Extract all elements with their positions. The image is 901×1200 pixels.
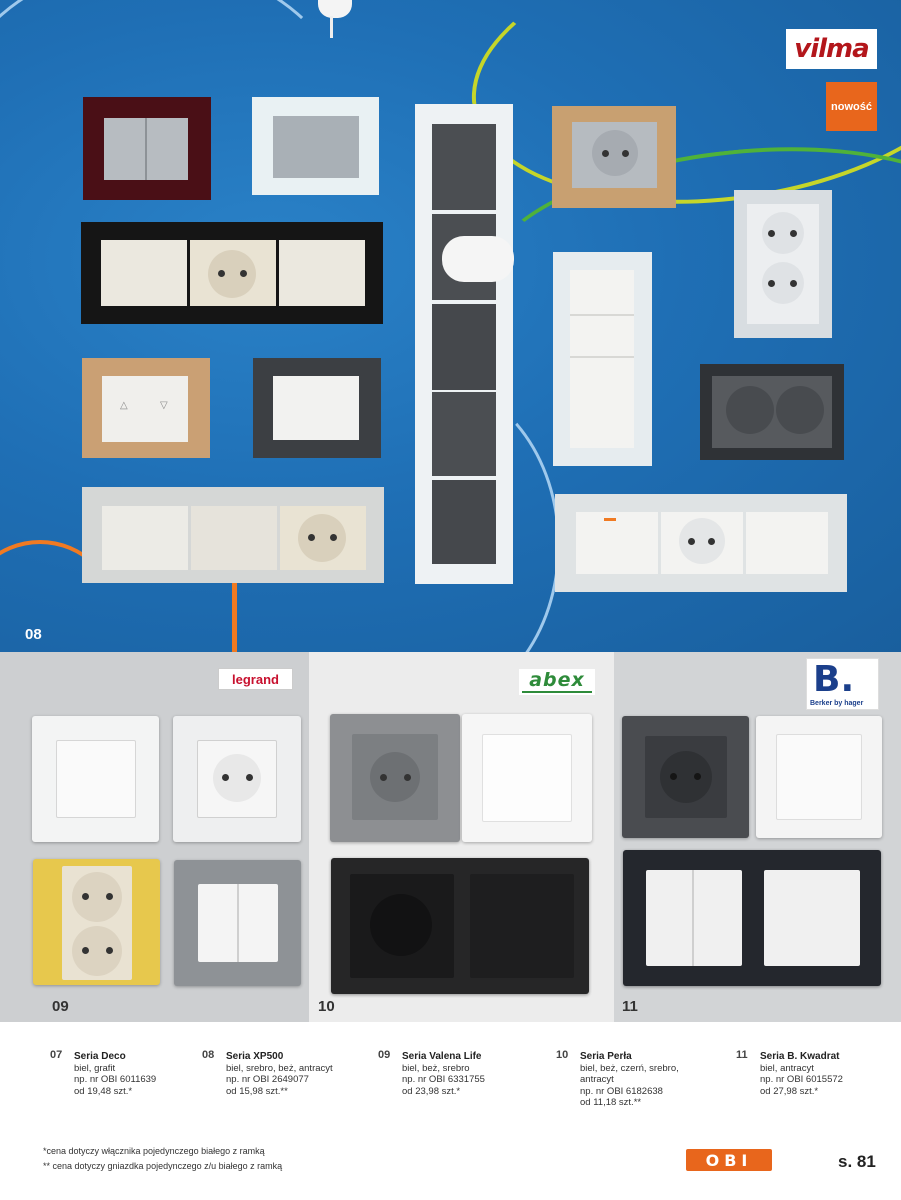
switch-key-dark (432, 392, 496, 476)
socket-hole (240, 270, 247, 277)
switch-key (646, 870, 742, 966)
socket-hole (404, 774, 411, 781)
socket-hole (222, 774, 229, 781)
switch-key (56, 740, 136, 818)
blinds-switch (746, 512, 828, 574)
obi-logo: OBI (686, 1149, 772, 1171)
switch-divider (570, 356, 634, 358)
switch-key-white (273, 376, 359, 440)
socket-hole (622, 150, 629, 157)
socket-hole (106, 893, 113, 900)
vilma-logo: vilma (786, 29, 877, 69)
switch-divider (237, 884, 239, 962)
product-name: Seria B. Kwadrat (760, 1051, 840, 1062)
hero-photo: △ ▽ 08 (0, 0, 901, 652)
switch-key-beige (101, 240, 187, 306)
abex-logo: abex (519, 669, 595, 695)
socket-hole (708, 538, 715, 545)
panel-number-09: 09 (52, 998, 69, 1015)
wire-orange-vertical (232, 555, 237, 652)
socket-face (370, 752, 420, 802)
socket-face (72, 872, 122, 922)
socket-hole (82, 947, 89, 954)
switch-divider (692, 870, 694, 966)
wire-orange (0, 540, 120, 652)
plug-cable-top (330, 16, 333, 38)
socket-hole (218, 270, 225, 277)
socket-hole (308, 534, 315, 541)
socket-hole (82, 893, 89, 900)
switch-key (482, 734, 572, 822)
hero-item-number: 08 (25, 626, 42, 643)
socket-hole (246, 774, 253, 781)
switch-key (764, 870, 860, 966)
berker-logo: B. Berker by hager (806, 658, 879, 710)
switch-divider (145, 118, 147, 180)
socket-hole (790, 230, 797, 237)
socket-face (298, 514, 346, 562)
socket-face (208, 250, 256, 298)
up-arrow-icon: △ (120, 400, 128, 411)
abex-underline (522, 691, 592, 693)
nowosc-badge: nowość (826, 82, 877, 131)
product-name: Seria Valena Life (402, 1051, 482, 1062)
switch-key-beige (279, 240, 365, 306)
blinds-switch (102, 376, 188, 442)
footnote-2: ** cena dotyczy gniazdka pojedynczego z/… (43, 1161, 283, 1171)
footnote-1: *cena dotyczy włącznika pojedynczego bia… (43, 1146, 265, 1156)
socket-face (370, 894, 432, 956)
socket-face (776, 386, 824, 434)
socket-face (726, 386, 774, 434)
socket-face (592, 130, 638, 176)
socket-with-plug (191, 506, 277, 570)
switch-key-dark (432, 480, 496, 564)
product-list: 07 Seria Deco biel, grafit np. nr OBI 60… (0, 1049, 901, 1130)
switch-divider (570, 314, 634, 316)
product-name: Seria Deco (74, 1051, 126, 1062)
plug-top (318, 0, 352, 18)
product-name: Seria Perła (580, 1051, 632, 1062)
panel-number-11: 11 (622, 998, 638, 1015)
socket-hole (380, 774, 387, 781)
panel-number-10: 10 (318, 998, 335, 1015)
socket-face (72, 926, 122, 976)
down-arrow-icon: ▽ (160, 400, 168, 411)
socket-hole (670, 773, 677, 780)
socket-hole (688, 538, 695, 545)
socket-hole (694, 773, 701, 780)
socket-face (660, 751, 712, 803)
switch-key-dark (432, 124, 496, 210)
blinds-switch (102, 506, 188, 570)
socket-hole (768, 280, 775, 287)
socket-hole (602, 150, 609, 157)
switch-key-white (570, 270, 634, 448)
socket-hole (768, 230, 775, 237)
socket-hole (106, 947, 113, 954)
legrand-logo: legrand (218, 668, 293, 690)
switch-key-silver (273, 116, 359, 178)
socket-face (679, 518, 725, 564)
switch-key (470, 874, 574, 978)
page-number: s. 81 (838, 1152, 876, 1171)
socket-hole (330, 534, 337, 541)
switch-key-dark (432, 304, 496, 390)
white-plug (442, 236, 514, 282)
product-name: Seria XP500 (226, 1051, 284, 1062)
socket-hole (790, 280, 797, 287)
switch-key-white (576, 512, 658, 574)
indicator-light (604, 518, 616, 521)
socket-face (213, 754, 261, 802)
switch-key (776, 734, 862, 820)
